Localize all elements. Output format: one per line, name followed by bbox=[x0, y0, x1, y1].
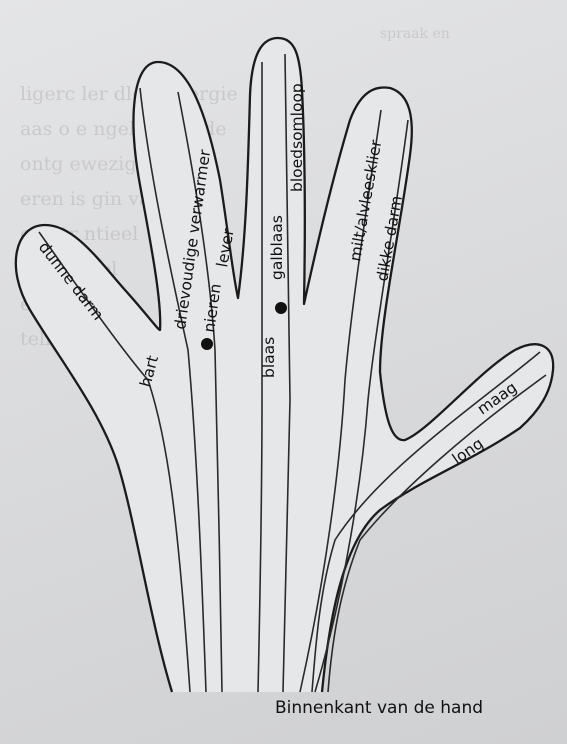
hand-outline bbox=[14, 36, 555, 693]
point-blaas bbox=[275, 302, 287, 314]
label-blaas: blaas bbox=[260, 337, 278, 378]
svg-text:spraak en: spraak en bbox=[380, 26, 450, 42]
svg-text:ligerc ler dlerl energie: ligerc ler dlerl energie bbox=[20, 83, 238, 105]
svg-text:tell: tell bbox=[20, 328, 51, 350]
label-galblaas: galblaas bbox=[268, 215, 286, 280]
point-nieren bbox=[201, 338, 213, 350]
label-bloedsomloop: bloedsomloop bbox=[288, 83, 306, 192]
meridian-lines bbox=[38, 53, 547, 693]
diagram-caption: Binnenkant van de hand bbox=[275, 698, 483, 718]
